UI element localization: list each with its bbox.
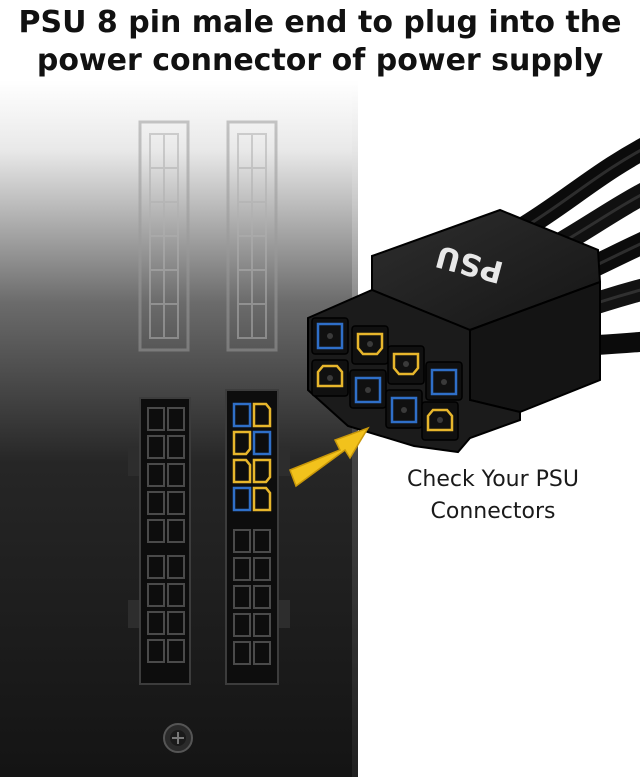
psu-socket-lower-left — [139, 397, 191, 685]
screw-icon — [163, 723, 193, 753]
psu-latch-tab — [128, 448, 142, 476]
headline-line-1: PSU 8 pin male end to plug into the — [18, 5, 622, 40]
callout-line-1: Check Your PSU — [407, 467, 579, 492]
pcie-8pin-connector: PSU — [307, 208, 602, 454]
psu-socket-upper-right — [226, 120, 278, 352]
psu-latch-tab — [128, 600, 142, 628]
callout-line-2: Connectors — [430, 499, 556, 524]
psu-socket-upper-left — [138, 120, 190, 352]
psu-latch-tab — [276, 448, 290, 476]
psu-socket-lower-right — [225, 389, 279, 685]
psu-latch-tab — [276, 600, 290, 628]
headline: PSU 8 pin male end to plug into the powe… — [0, 4, 640, 80]
highlighted-8pin-slots — [232, 402, 272, 512]
connector-pin-outlines — [316, 322, 458, 432]
headline-line-2: power connector of power supply — [36, 43, 604, 78]
arrow-pointing-to-psu-socket-icon — [289, 426, 370, 488]
check-psu-callout: Check Your PSU Connectors — [378, 464, 608, 528]
